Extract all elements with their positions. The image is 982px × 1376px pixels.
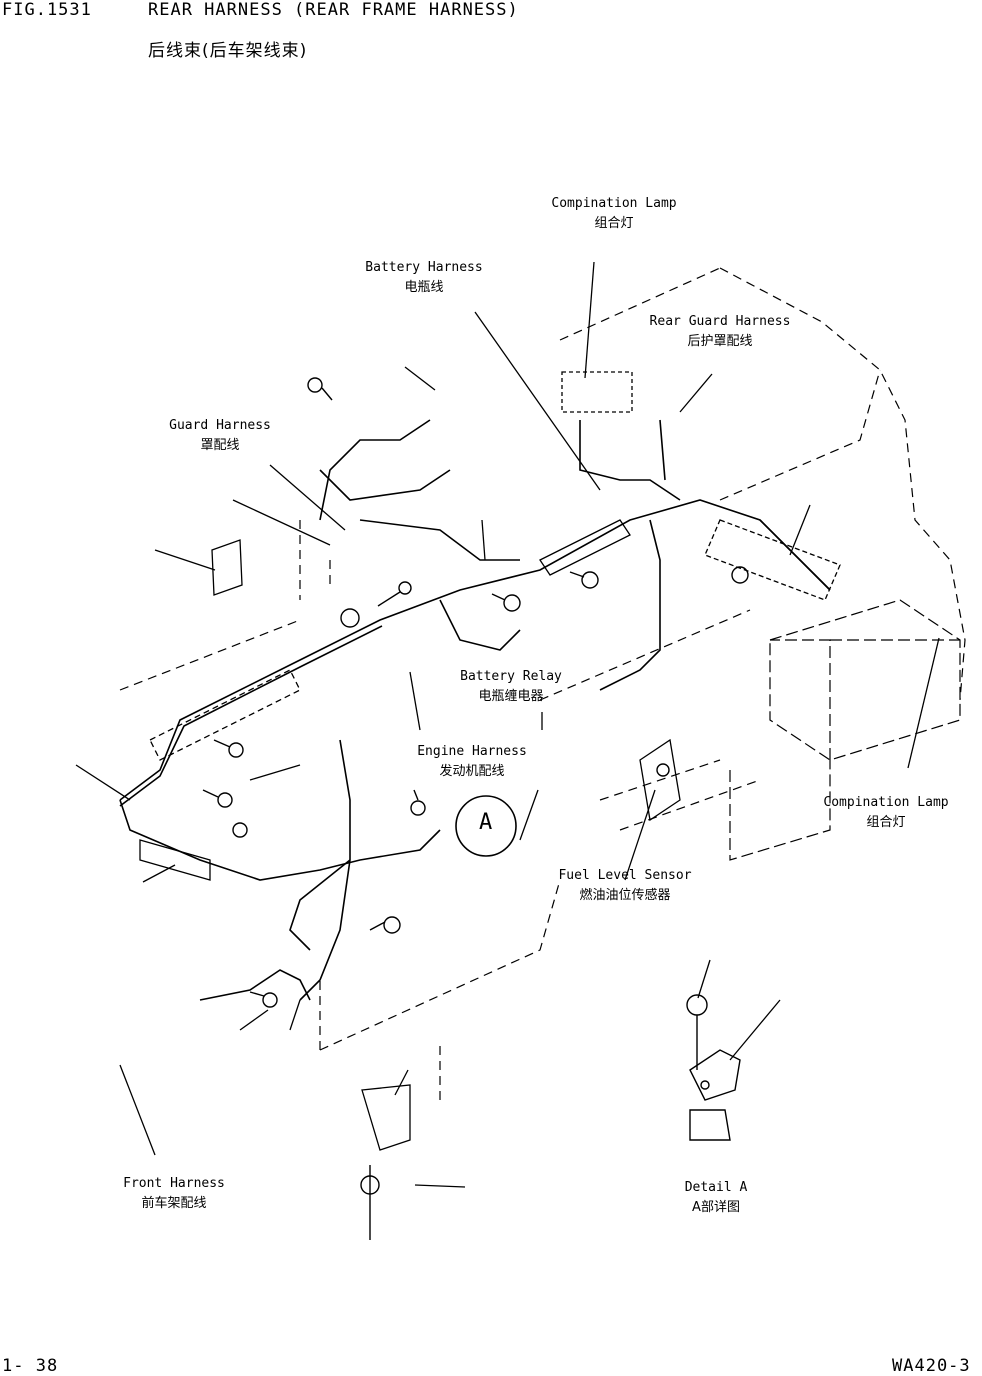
label-zh: 前车架配线 bbox=[141, 1196, 207, 1211]
battery-box bbox=[729, 599, 961, 861]
label-zh: 罩配线 bbox=[200, 438, 240, 453]
label-zh: 燃油油位传感器 bbox=[579, 888, 671, 903]
leader-lines bbox=[75, 261, 940, 1188]
label-combination-lamp-right: Compination Lamp 组合灯 bbox=[823, 793, 948, 833]
component-boxes bbox=[139, 371, 841, 1151]
frame-outline bbox=[119, 267, 966, 1100]
model-number: WA420-3 bbox=[892, 1356, 971, 1376]
label-en: Detail A bbox=[684, 1180, 748, 1195]
label-zh: 组合灯 bbox=[594, 216, 634, 231]
label-battery-relay: Battery Relay 电瓶缠电器 bbox=[460, 667, 562, 707]
detail-marker-circle bbox=[455, 795, 517, 857]
detail-a-bracket bbox=[689, 1049, 741, 1141]
label-en: Rear Guard Harness bbox=[649, 314, 791, 329]
bolts bbox=[202, 377, 749, 1240]
label-en: Compination Lamp bbox=[823, 795, 949, 810]
label-zh: A部详图 bbox=[692, 1200, 740, 1215]
label-en: Guard Harness bbox=[169, 418, 271, 433]
label-zh: 电瓶缠电器 bbox=[478, 689, 544, 704]
label-engine-harness: Engine Harness 发动机配线 bbox=[417, 742, 527, 782]
title-chinese: 后线束(后车架线束) bbox=[148, 41, 308, 61]
title-english: REAR HARNESS (REAR FRAME HARNESS) bbox=[148, 0, 519, 20]
harness-routes bbox=[119, 419, 831, 1001]
label-en: Engine Harness bbox=[417, 744, 527, 759]
figure-number: FIG.1531 bbox=[2, 0, 92, 20]
label-zh: 后护罩配线 bbox=[687, 334, 753, 349]
label-rear-guard-harness: Rear Guard Harness 后护罩配线 bbox=[650, 312, 791, 352]
page-number: 1- 38 bbox=[2, 1356, 59, 1376]
label-en: Fuel Level Sensor bbox=[558, 868, 692, 883]
detail-marker-letter: A bbox=[479, 810, 493, 835]
label-guard-harness: Guard Harness 罩配线 bbox=[169, 416, 271, 456]
label-zh: 发动机配线 bbox=[439, 764, 505, 779]
label-zh: 组合灯 bbox=[866, 815, 906, 830]
label-zh: 电瓶线 bbox=[404, 280, 444, 295]
label-en: Battery Relay bbox=[460, 669, 562, 684]
label-en: Front Harness bbox=[123, 1176, 225, 1191]
label-en: Compination Lamp bbox=[551, 196, 677, 211]
label-en: Battery Harness bbox=[365, 260, 483, 275]
label-detail-a: Detail A A部详图 bbox=[685, 1178, 748, 1218]
label-combination-lamp-top: Compination Lamp 组合灯 bbox=[551, 194, 676, 234]
label-battery-harness: Battery Harness 电瓶线 bbox=[365, 258, 482, 298]
label-front-harness: Front Harness 前车架配线 bbox=[123, 1174, 225, 1214]
label-fuel-level-sensor: Fuel Level Sensor 燃油油位传感器 bbox=[558, 866, 691, 906]
